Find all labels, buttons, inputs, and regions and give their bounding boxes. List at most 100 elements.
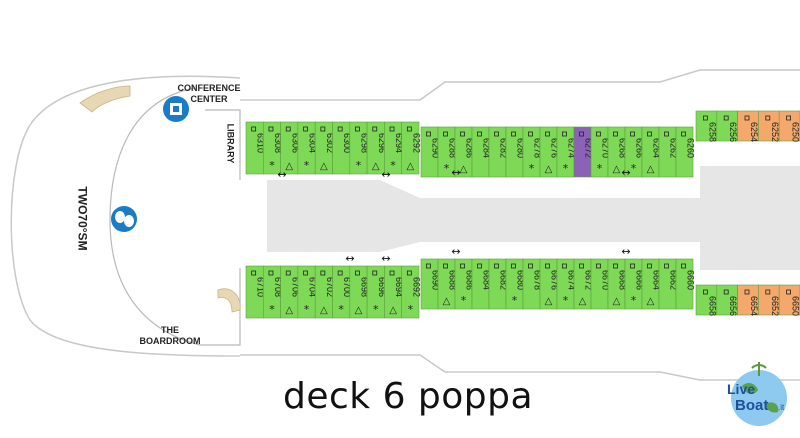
cabin-number: 6290 (431, 138, 441, 158)
cabin-6698[interactable]: 6698△ (349, 265, 370, 319)
cabin-number: 6260 (686, 138, 696, 158)
cabin-6302[interactable]: 6302△ (314, 121, 335, 175)
sofa-bed-asterisk: * (269, 303, 275, 316)
cabin-6664[interactable]: 6664△ (641, 258, 662, 310)
cabin-6690[interactable]: 6690 (420, 258, 441, 310)
cabin-6276[interactable]: 6276△ (539, 126, 560, 178)
cabin-6678[interactable]: 6678 (522, 258, 543, 310)
cabin-number: 6676 (550, 270, 560, 290)
sofa-bed-asterisk: * (512, 294, 518, 307)
cabin-6294[interactable]: 6294* (384, 121, 404, 175)
accessible-cabin-icon (406, 270, 412, 276)
triangle-connecting-icon: △ (320, 161, 328, 172)
cabin-6666[interactable]: 6666* (624, 258, 645, 310)
cabin-6688[interactable]: 6688△ (437, 258, 458, 310)
cabin-6708[interactable]: 6708* (262, 265, 283, 319)
cabin-6696[interactable]: 6696* (366, 265, 387, 319)
cabin-number: 6262 (669, 138, 679, 158)
cabin-number: 6688 (448, 270, 458, 290)
cabin-6264[interactable]: 6264△ (641, 126, 662, 178)
cabin-6660[interactable]: 6660 (675, 258, 696, 310)
cabin-number: 6308 (273, 133, 283, 153)
cabin-6270[interactable]: 6270* (590, 126, 611, 178)
cabin-6704[interactable]: 6704* (297, 265, 318, 319)
cabin-number: 6704 (308, 277, 318, 297)
cabin-6296[interactable]: 6296 △ (366, 121, 387, 175)
accessible-cabin-icon (596, 131, 601, 137)
cabin-6710[interactable]: 6710 (245, 265, 266, 319)
double-arrow-icon: ↔ (381, 252, 390, 265)
cabin-6284[interactable]: 6284 (471, 126, 492, 178)
cabin-6654[interactable]: 6654 (737, 284, 759, 316)
cabin-number: 6652 (770, 296, 780, 316)
cabin-6282[interactable]: 6282 (488, 126, 509, 178)
cabin-6702[interactable]: 6702△ (314, 265, 335, 319)
cabin-6700[interactable]: 6700* (332, 265, 353, 319)
cabin-6680[interactable]: 6680* (505, 258, 526, 310)
triangle-connecting-icon: △ (647, 296, 655, 307)
cabin-6298[interactable]: 6298* (349, 121, 370, 175)
triangle-connecting-icon: △ (545, 164, 553, 175)
cabin-number: 6654 (749, 296, 759, 316)
accessible-cabin-icon (355, 270, 360, 276)
cabin-6652[interactable]: 6652 (758, 284, 780, 316)
triangle-connecting-icon: △ (406, 161, 414, 172)
cabin-6310[interactable]: 6310 (245, 121, 266, 175)
cabin-number: 6274 (567, 138, 577, 158)
cabin-number: 6658 (707, 296, 717, 316)
cabin-6706[interactable]: 6706△ (280, 265, 301, 319)
cabin-6268[interactable]: 6268△ (607, 126, 628, 178)
cabin-number: 6266 (635, 138, 645, 158)
cabin-6304[interactable]: 6304* (297, 121, 318, 175)
cabin-6260[interactable]: 6260 (675, 126, 696, 178)
cabin-6676[interactable]: 6676 △ (539, 258, 560, 310)
cabin-number: 6656 (728, 296, 738, 316)
cabin-6250[interactable]: 6250 (778, 110, 800, 142)
accessible-cabin-icon (630, 263, 635, 269)
sofa-bed-asterisk: * (408, 303, 414, 316)
cabin-6278[interactable]: 6278* (522, 126, 543, 178)
triangle-connecting-icon: △ (372, 161, 380, 172)
cabin-6252[interactable]: 6252 (758, 110, 780, 142)
cabin-6256[interactable]: 6256 (716, 110, 738, 142)
cabin-6686[interactable]: 6686* (454, 258, 475, 310)
cabin-6254[interactable]: 6254 (737, 110, 759, 142)
cabin-6658[interactable]: 6658 (695, 284, 717, 316)
cabin-6692[interactable]: 6692* (401, 265, 422, 319)
two70-label: TWO70°SM (75, 186, 90, 251)
cabin-number: 6670 (601, 270, 611, 290)
cabin-6650[interactable]: 6650 (778, 284, 800, 316)
elevator-icon (163, 96, 189, 122)
cabin-6258[interactable]: 6258 (695, 110, 717, 142)
cabin-number: 6296 (377, 133, 387, 153)
cabin-6682[interactable]: 6682 (488, 258, 509, 310)
cabin-6272[interactable]: 6272 (573, 126, 594, 178)
venue-wall (109, 87, 241, 346)
cabin-6672[interactable]: 6672△ (573, 258, 594, 310)
cabin-6290[interactable]: 6290 (420, 126, 441, 178)
accessible-cabin-icon (703, 115, 708, 121)
cabin-number: 6700 (342, 277, 352, 297)
cabin-6662[interactable]: 6662 (658, 258, 679, 310)
accessible-cabin-icon (477, 263, 482, 269)
accessible-cabin-icon (579, 131, 584, 137)
cabin-6656[interactable]: 6656 (716, 284, 738, 316)
cabin-number: 6678 (533, 270, 543, 290)
cabin-6668[interactable]: 6668△ (607, 258, 628, 310)
cabin-6292[interactable]: 6292△ (401, 121, 422, 175)
cabin-6280[interactable]: 6280 (505, 126, 526, 178)
cabin-6694[interactable]: 6694△ (384, 265, 404, 319)
cabin-6306[interactable]: 6306△ (280, 121, 301, 175)
accessible-cabin-icon (723, 115, 729, 121)
cabin-6308[interactable]: 6308* (262, 121, 283, 175)
cabin-6300[interactable]: 6300 (332, 121, 353, 175)
cabin-6684[interactable]: 6684 (471, 258, 492, 310)
cabin-6262[interactable]: 6262 (658, 126, 679, 178)
cabin-6274[interactable]: 6274* (556, 126, 577, 178)
triangle-connecting-icon: △ (460, 164, 468, 175)
cabin-6670[interactable]: 6670 (590, 258, 611, 310)
cabin-6286[interactable]: 6286△ (454, 126, 475, 178)
cabin-6674[interactable]: 6674* (556, 258, 577, 310)
sofa-bed-asterisk: * (461, 294, 467, 307)
triangle-connecting-icon: △ (545, 296, 553, 307)
